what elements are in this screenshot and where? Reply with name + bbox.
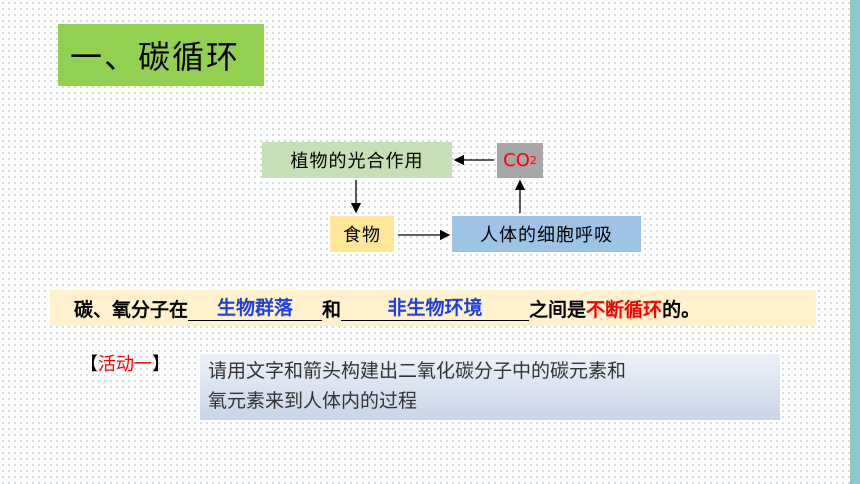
sentence-part2: 和 bbox=[322, 298, 342, 321]
sentence-part1: 碳、氧分子在 bbox=[74, 298, 189, 321]
blank-answer-1: 生物群落 bbox=[188, 296, 323, 321]
blank-answer-2: 非生物环境 bbox=[341, 296, 530, 321]
fill-in-sentence: 碳、氧分子在 生物群落 和 非生物环境 之间是 不断循环 的。 bbox=[50, 290, 816, 326]
sentence-highlight: 不断循环 bbox=[586, 298, 663, 321]
food-node: 食物 bbox=[330, 216, 394, 252]
co2-label: CO bbox=[503, 150, 530, 171]
activity-line-1: 请用文字和箭头构建出二氧化碳分子中的碳元素和 bbox=[208, 360, 627, 382]
section-title: 一、碳循环 bbox=[70, 38, 241, 76]
activity-name: 活动一 bbox=[98, 354, 152, 375]
sentence-part3: 之间是 bbox=[529, 298, 587, 321]
bracket-close: 】 bbox=[152, 354, 170, 375]
right-edge-bar bbox=[850, 0, 860, 484]
bracket-open: 【 bbox=[80, 354, 98, 375]
section-title-box: 一、碳循环 bbox=[58, 24, 264, 86]
respiration-node: 人体的细胞呼吸 bbox=[452, 216, 641, 252]
sentence-part4: 的。 bbox=[662, 298, 701, 321]
photosynthesis-node: 植物的光合作用 bbox=[262, 142, 452, 178]
activity-line-2: 氧元素来到人体内的过程 bbox=[208, 390, 418, 412]
co2-subscript: 2 bbox=[529, 154, 537, 167]
activity-instruction-box: 请用文字和箭头构建出二氧化碳分子中的碳元素和 氧元素来到人体内的过程 bbox=[200, 354, 780, 420]
activity-label: 【活动一】 bbox=[80, 350, 170, 376]
